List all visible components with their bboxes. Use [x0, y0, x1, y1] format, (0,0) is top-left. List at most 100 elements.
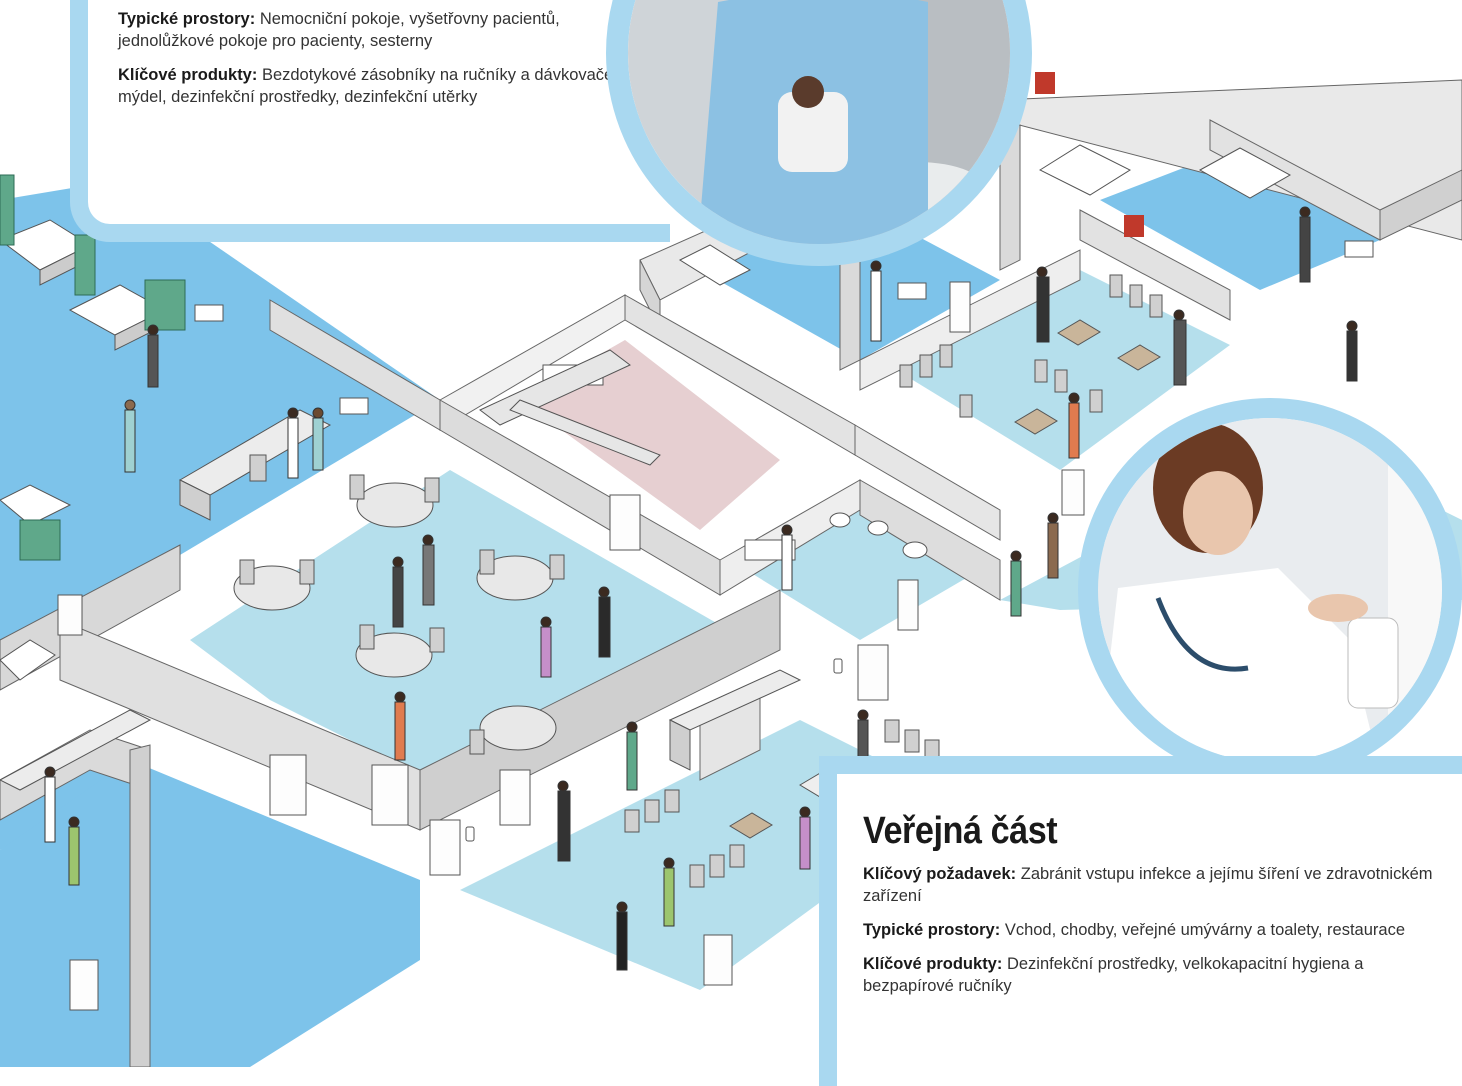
doctor-photo — [1078, 398, 1462, 782]
hospital-bed-icon — [0, 639, 56, 681]
chair-icon — [1149, 294, 1163, 318]
typical-spaces-text: Vchod, chodby, veřejné umývárny a toalet… — [1004, 921, 1406, 939]
door-icon — [269, 754, 307, 816]
person-icon — [1068, 392, 1080, 459]
chair-icon — [239, 559, 255, 585]
person-icon — [392, 556, 404, 628]
person-icon — [147, 324, 159, 388]
privacy-curtain — [0, 174, 186, 561]
person-icon — [422, 534, 435, 606]
door-icon — [69, 959, 99, 1011]
callout-public-area: Veřejná část Klíčový požadavek: Zabránit… — [819, 756, 1462, 1086]
door-icon — [499, 769, 531, 826]
chair-icon — [479, 549, 495, 575]
person-icon — [598, 586, 611, 658]
key-requirement-label: Klíčový požadavek: — [863, 865, 1017, 883]
door-icon — [609, 494, 641, 551]
dispenser-icon — [833, 658, 843, 674]
typical-spaces-label: Typické prostory: — [863, 921, 1001, 939]
bottom-corridor-floor — [0, 760, 420, 1067]
person-icon — [1173, 309, 1187, 386]
person-icon — [799, 806, 811, 870]
chair-icon — [664, 789, 680, 813]
chair-icon — [299, 559, 315, 585]
sink-icon — [339, 397, 369, 415]
sink-icon — [897, 282, 927, 300]
dispensers — [465, 658, 843, 842]
people — [44, 206, 1358, 971]
chair-icon — [1089, 389, 1103, 413]
chair-icon — [884, 719, 900, 743]
chair-icon — [469, 729, 485, 755]
key-products-label: Klíčové produkty: — [863, 955, 1003, 973]
key-products-label: Klíčové produkty: — [118, 66, 258, 84]
toilet-icon — [829, 512, 851, 528]
door-icon — [57, 594, 83, 636]
sink-icon — [1344, 240, 1374, 258]
chair-icon — [249, 454, 267, 482]
key-products-paragraph: Klíčové produkty: Dezinfekční prostředky… — [863, 953, 1449, 997]
chair-icon — [1054, 369, 1068, 393]
chair-icon — [939, 344, 953, 368]
person-icon — [1346, 320, 1358, 382]
chair-icon — [959, 394, 973, 418]
doors — [57, 281, 1085, 1011]
person-icon — [44, 766, 56, 843]
person-icon — [616, 901, 628, 971]
person-icon — [781, 524, 793, 591]
chairs — [239, 274, 1163, 888]
chair-icon — [624, 809, 640, 833]
person-icon — [1299, 206, 1311, 283]
exam-tables — [678, 144, 1292, 286]
person-icon — [540, 616, 552, 678]
chair-icon — [549, 554, 565, 580]
person-icon — [394, 691, 406, 761]
chair-icon — [899, 364, 913, 388]
chair-icon — [689, 864, 705, 888]
waiting-tables — [729, 319, 1161, 839]
chair-icon — [1109, 274, 1123, 298]
person-icon — [557, 780, 571, 862]
person-icon — [312, 407, 324, 471]
door-icon — [857, 644, 889, 701]
chair-icon — [1034, 359, 1048, 383]
books — [1035, 72, 1144, 237]
key-requirement-paragraph: Klíčový požadavek: Zabránit vstupu infek… — [863, 863, 1449, 907]
kitchen-counter — [479, 349, 661, 466]
typical-spaces-label: Typické prostory: — [118, 10, 256, 28]
chair-icon — [904, 729, 920, 753]
callout-patient-area: Typické prostory: Nemocniční pokoje, vyš… — [70, 0, 670, 242]
toilets — [829, 512, 928, 559]
chair-icon — [429, 627, 445, 653]
round-table-icon — [355, 632, 433, 678]
hospital-bed-icon — [0, 484, 72, 526]
chair-icon — [919, 354, 933, 378]
person-icon — [1010, 550, 1022, 617]
person-icon — [68, 816, 80, 886]
person-icon — [287, 407, 299, 479]
chair-icon — [729, 844, 745, 868]
nurse-photo-illustration — [628, 0, 1010, 244]
chair-icon — [359, 624, 375, 650]
key-requirement-text: Zabránit vstupu infekce a jejímu šíření … — [863, 865, 1433, 905]
sink-icon — [194, 304, 224, 322]
toilet-icon — [902, 541, 928, 559]
nurse-photo — [606, 0, 1032, 266]
chair-icon — [644, 799, 660, 823]
person-icon — [626, 721, 638, 791]
door-icon — [1061, 469, 1085, 516]
door-icon — [949, 281, 971, 333]
round-table-icon — [479, 705, 557, 751]
person-icon — [1047, 512, 1059, 579]
typical-spaces-paragraph: Typické prostory: Vchod, chodby, veřejné… — [863, 919, 1449, 941]
person-icon — [870, 260, 882, 342]
doctor-photo-illustration — [1098, 418, 1442, 762]
door-icon — [703, 934, 733, 986]
kitchen-floor — [520, 340, 780, 530]
chair-icon — [424, 477, 440, 503]
public-area-title: Veřejná část — [863, 810, 1058, 852]
door-icon — [429, 819, 461, 876]
person-icon — [663, 857, 675, 927]
chair-icon — [349, 474, 365, 500]
dispenser-icon — [465, 826, 475, 842]
